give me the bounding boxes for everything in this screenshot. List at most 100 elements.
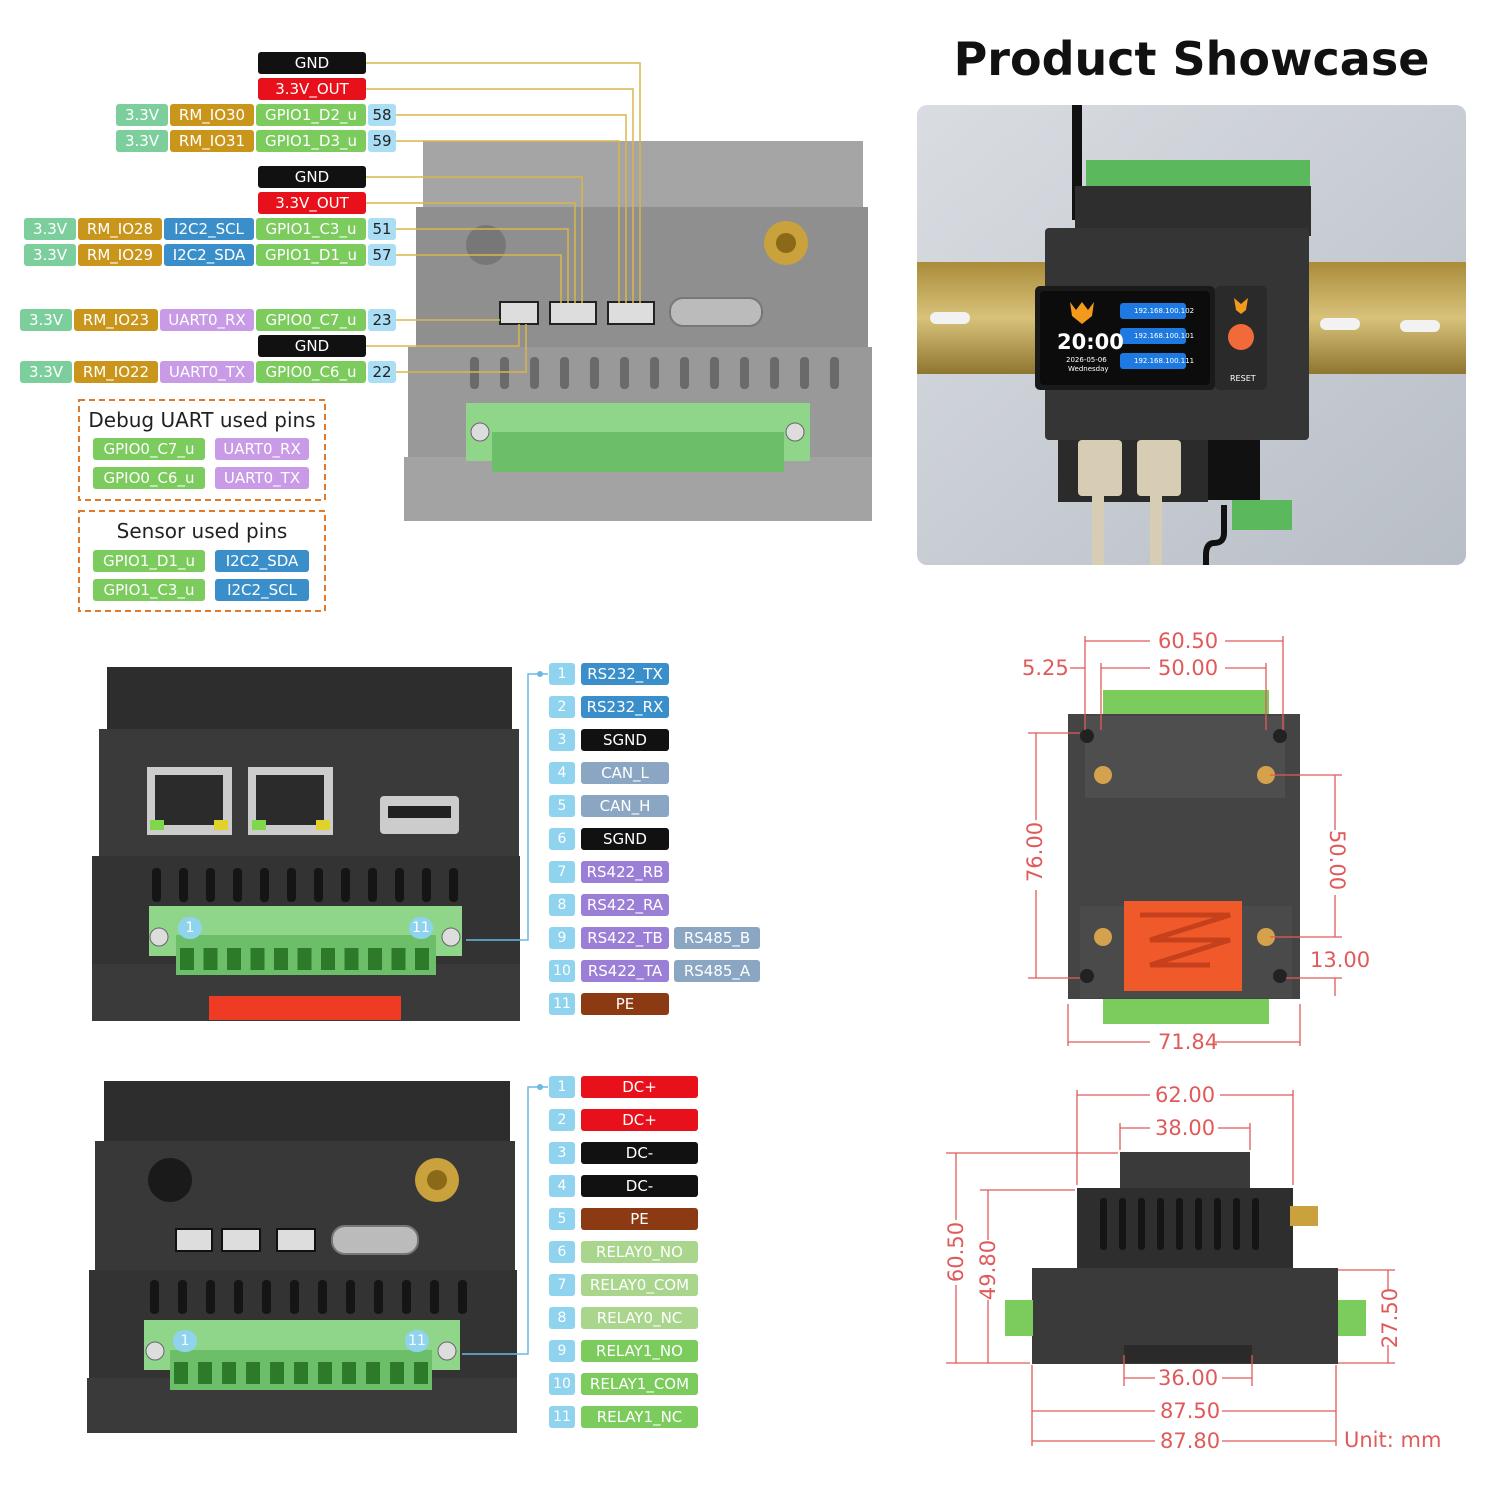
top-pin-label: GND xyxy=(258,52,366,74)
unit-label: Unit: mm xyxy=(1344,1428,1442,1452)
vent-slot xyxy=(395,868,404,902)
vent-slot xyxy=(680,357,689,389)
terminal-pin-number: 2 xyxy=(549,1109,575,1131)
top-pin-label: GPIO1_D1_u xyxy=(256,244,366,266)
vent-slot xyxy=(227,948,241,970)
vent-slot xyxy=(620,357,629,389)
terminal-pin-label: RELAY0_NO xyxy=(581,1241,698,1263)
top-pin-label: GND xyxy=(258,335,366,357)
dim-w-inner: 50.00 xyxy=(1158,656,1219,680)
terminal-pin-number: 3 xyxy=(549,729,575,751)
vent-slot xyxy=(770,357,779,389)
connector-uart xyxy=(499,301,539,325)
box-pin-label: I2C2_SCL xyxy=(215,579,309,601)
terminal-pin-number: 6 xyxy=(549,828,575,850)
vent-slot xyxy=(274,948,288,970)
top-pin-label: RM_IO31 xyxy=(170,130,254,152)
vent-slot xyxy=(390,1362,404,1384)
vent-slot xyxy=(246,1362,260,1384)
vent-slot xyxy=(422,868,431,902)
terminal-pin-label: SGND xyxy=(581,828,669,850)
top-leader-lines xyxy=(366,62,641,373)
terminal-pin-number: 7 xyxy=(549,1274,575,1296)
vent-slot xyxy=(321,948,335,970)
dim-h-left: 76.00 xyxy=(1023,821,1048,883)
dim-w-top: 62.00 xyxy=(1155,1083,1216,1107)
terminal-pin-label: RS485_A xyxy=(674,960,760,982)
terminal-pin-number: 5 xyxy=(549,795,575,817)
vent-slot xyxy=(590,357,599,389)
box-pin-label: GPIO0_C6_u xyxy=(93,467,205,489)
terminal-pin-number: 4 xyxy=(549,1175,575,1197)
top-pin-label: 3.3V xyxy=(20,309,72,331)
terminal-pin-number: 9 xyxy=(549,927,575,949)
top-device-illustration xyxy=(404,141,872,521)
terminal-pin-number: 4 xyxy=(549,762,575,784)
terminal-pin-label: RELAY1_COM xyxy=(581,1373,698,1395)
terminal-pin-number: 3 xyxy=(549,1142,575,1164)
vent-slot xyxy=(250,948,265,970)
terminal-pin-number: 11 xyxy=(549,993,575,1015)
showcase-title: Product Showcase xyxy=(953,32,1430,86)
terminal-pin-number: 10 xyxy=(549,960,575,982)
terminal-pin-label: CAN_H xyxy=(581,795,669,817)
antenna-icon xyxy=(1072,105,1082,220)
vent-slot xyxy=(260,868,269,902)
reset-label: RESET xyxy=(1230,374,1256,383)
vent-slot xyxy=(150,1280,159,1314)
terminal-end-number: 1 xyxy=(173,1330,197,1352)
vent-slot xyxy=(234,1280,243,1314)
top-pin-label: RM_IO28 xyxy=(78,218,162,240)
vent-slot xyxy=(1100,1198,1107,1250)
side-view-dimension-lines xyxy=(946,1090,1395,1446)
debug-box-title: Debug UART used pins xyxy=(88,408,316,432)
terminal-pin-label: RS422_RA xyxy=(581,894,669,916)
sensor-pins-box xyxy=(78,510,326,612)
debug-uart-box xyxy=(78,399,326,501)
sensor-box-title: Sensor used pins xyxy=(116,519,288,543)
top-pin-label: I2C2_SDA xyxy=(164,244,254,266)
top-pin-label: RM_IO30 xyxy=(170,104,254,126)
back-view-drawing xyxy=(1068,690,1300,1024)
ethernet-cable-icon xyxy=(1078,440,1122,496)
top-pin-label: 57 xyxy=(368,244,396,266)
terminal-pin-label: RS422_RB xyxy=(581,861,669,883)
dim-h-body: 49.80 xyxy=(976,1239,1001,1301)
terminal-pin-label: RELAY0_COM xyxy=(581,1274,698,1296)
terminal-pin-number: 1 xyxy=(549,663,575,685)
top-pin-label: GPIO0_C7_u xyxy=(256,309,366,331)
terminal-pin-label: PE xyxy=(581,993,669,1015)
vent-slot xyxy=(206,1280,215,1314)
vent-slot xyxy=(297,948,312,970)
reset-button xyxy=(1228,324,1254,350)
vent-slot xyxy=(830,357,839,389)
vent-slot xyxy=(1252,1198,1259,1250)
vent-slot xyxy=(1195,1198,1202,1250)
vent-slot xyxy=(470,357,479,389)
top-pin-label: RM_IO23 xyxy=(74,309,158,331)
dim-w-bottom: 87.80 xyxy=(1160,1429,1221,1453)
vent-slot xyxy=(710,357,719,389)
top-pin-label: 23 xyxy=(368,309,396,331)
vent-slot xyxy=(402,1280,411,1314)
vent-slot xyxy=(180,948,194,970)
vent-slot xyxy=(1233,1198,1240,1250)
vent-slot xyxy=(430,1280,439,1314)
top-pin-label: 3.3V xyxy=(20,361,72,383)
terminal-pin-label: RS232_RX xyxy=(581,696,669,718)
terminal-pin-number: 8 xyxy=(549,1307,575,1329)
antenna-side-device xyxy=(87,1081,517,1433)
terminal-pin-number: 6 xyxy=(549,1241,575,1263)
vent-slot xyxy=(415,948,429,970)
terminal-pin-label: RS422_TB xyxy=(581,927,669,949)
terminal-pin-label: RS232_TX xyxy=(581,663,669,685)
vent-slot xyxy=(174,1362,188,1384)
top-pin-label: UART0_RX xyxy=(160,309,254,331)
vent-slot xyxy=(314,868,323,902)
terminal-pin-label: RELAY1_NO xyxy=(581,1340,698,1362)
button-hole-icon xyxy=(466,225,506,265)
top-pin-label: 3.3V xyxy=(24,218,76,240)
vent-slot xyxy=(346,1280,355,1314)
top-pin-label: 3.3V xyxy=(116,104,168,126)
